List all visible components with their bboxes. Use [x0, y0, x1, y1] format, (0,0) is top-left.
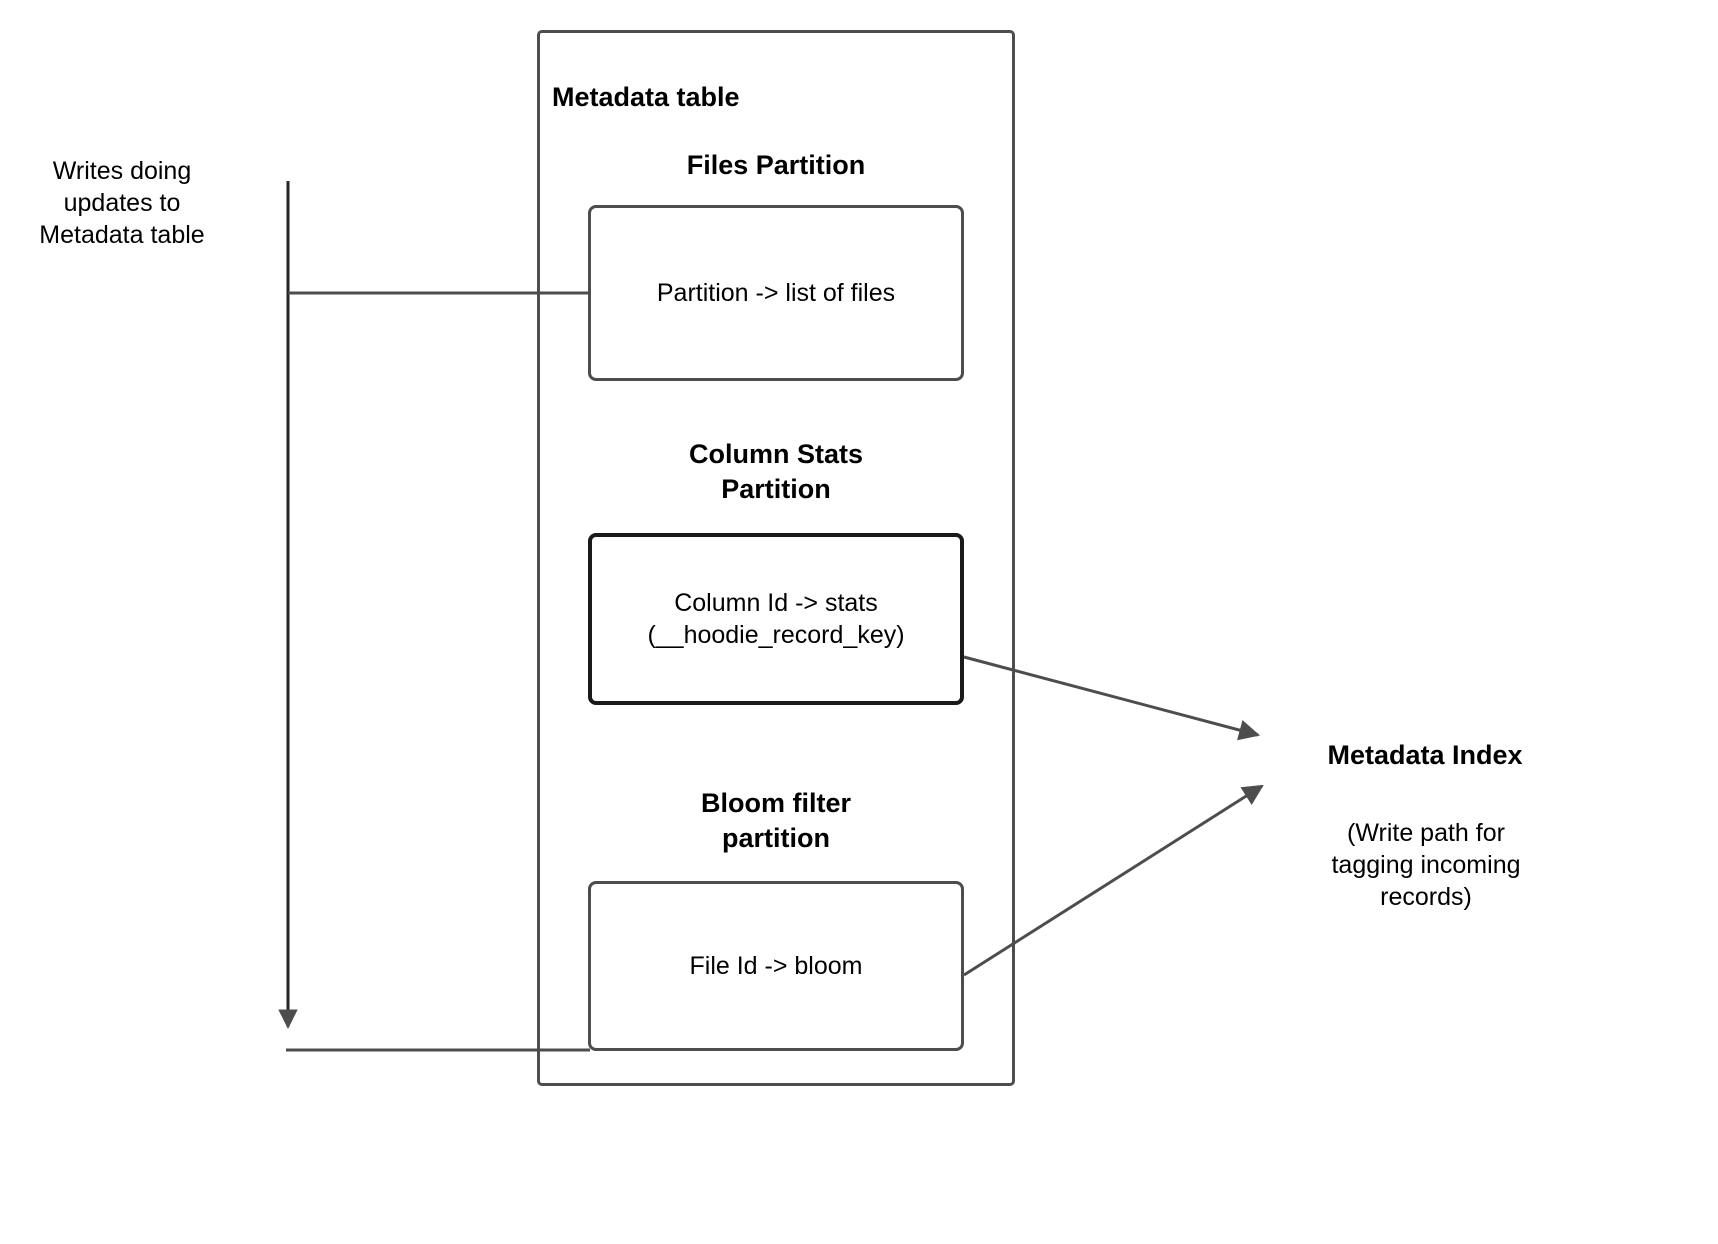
bloom-filter-partition-box: File Id -> bloom [588, 881, 964, 1051]
files-partition-heading: Files Partition [686, 150, 866, 180]
column-stats-partition-heading: Column Stats Partition [688, 439, 863, 504]
bloom-filter-partition-heading: Bloom filter partition [700, 788, 851, 853]
column-stats-partition-box: Column Id -> stats (__hoodie_record_key) [588, 533, 964, 705]
files-partition-box-text: Partition -> list of files [656, 278, 896, 307]
files-partition-box: Partition -> list of files [588, 205, 964, 381]
column-stats-box-text: Column Id -> stats (__hoodie_record_key) [647, 588, 905, 650]
metadata-table-container [537, 30, 1015, 1086]
metadata-index-title: Metadata Index [1327, 740, 1523, 770]
metadata-index-caption: (Write path for tagging incoming records… [1331, 819, 1521, 911]
writes-annotation-label: Writes doing updates to Metadata table [39, 157, 205, 249]
bloom-filter-box-text: File Id -> bloom [689, 951, 863, 980]
metadata-table-title: Metadata table [552, 82, 740, 112]
